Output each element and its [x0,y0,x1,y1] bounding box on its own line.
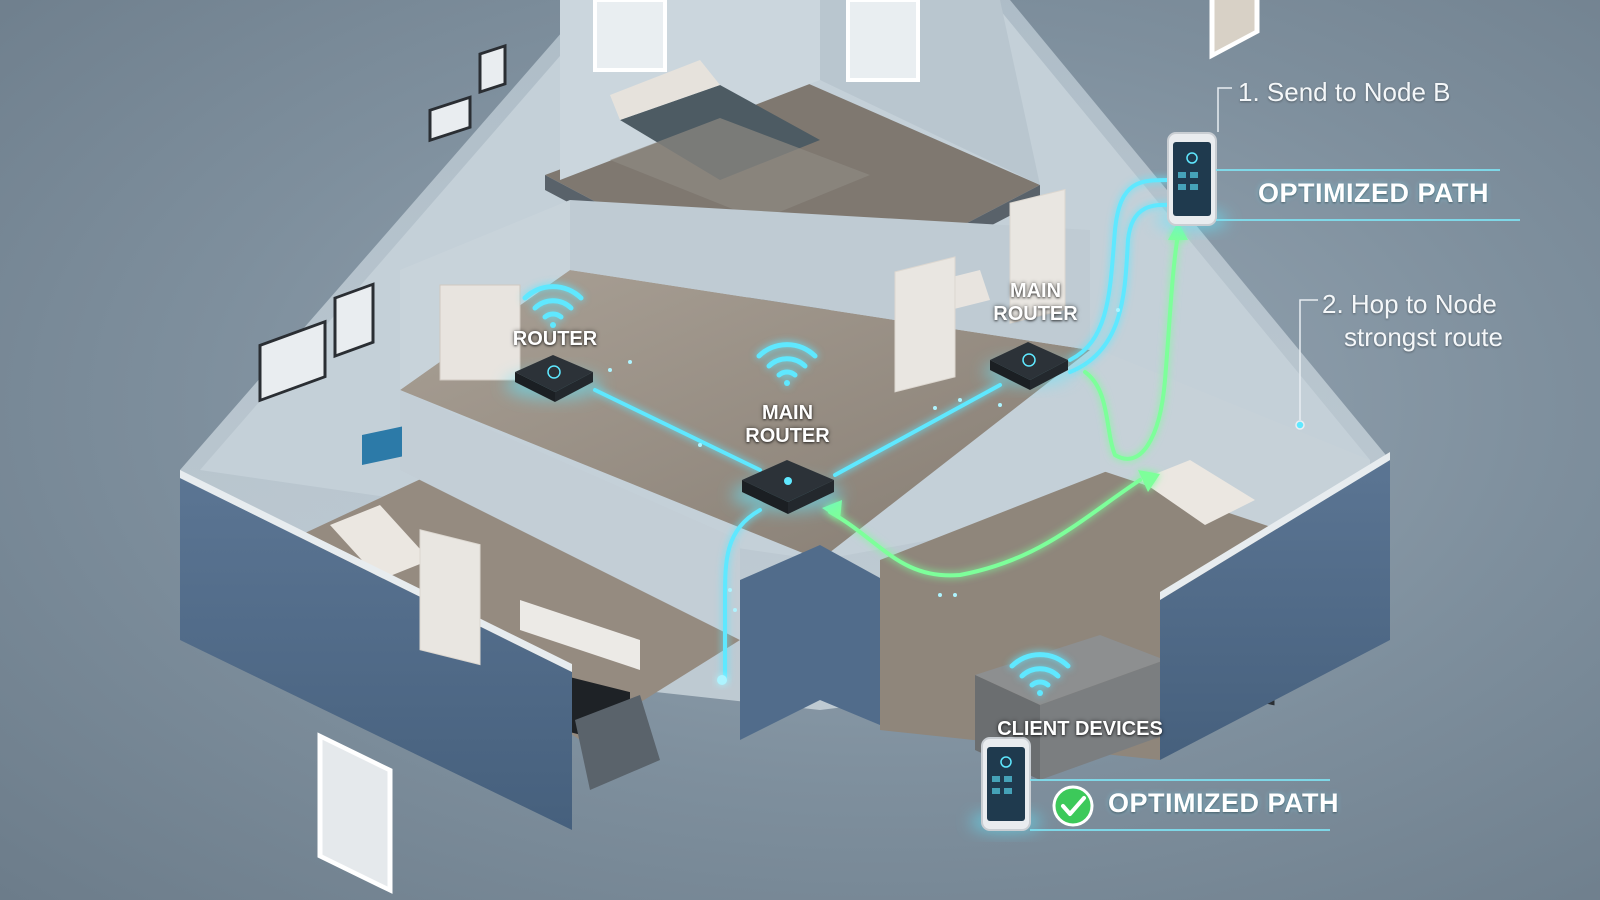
bedroom-window-right [846,0,920,82]
wifi-icon-main-center [756,342,818,386]
label-router-left: ROUTER [512,328,598,350]
green-optimized-path [828,233,1180,578]
picture-frame-3 [428,95,472,143]
link-right-router-to-phone-a [1068,178,1172,362]
laptop-desk [330,505,430,580]
living-back-wall [400,390,740,640]
label-main-router-right: MAIN ROUTER [978,280,1093,326]
callout-step1: 1. Send to Node B [1238,77,1451,107]
label-main-router-right-line1: MAIN [1009,280,1062,302]
label-main-router-center: MAIN ROUTER [730,402,845,448]
arrowhead-phone [1168,222,1188,240]
label-main-router-right-line2: ROUTER [993,303,1078,325]
arrowhead-main [822,500,842,520]
link-router-to-main [593,388,762,472]
router-main-right [984,342,1072,390]
callout-leaders [1217,87,1318,430]
front-door-right [1209,0,1260,60]
cyan-connections [593,178,1177,682]
link-main-down [723,508,762,682]
door-center-1 [419,529,481,666]
bookshelf [439,284,521,381]
checkmark-icon [1052,785,1094,827]
front-wall-center [740,545,880,740]
wifi-icon [522,284,1071,696]
wifi-icon-client [1009,652,1071,696]
laptop [362,426,402,466]
sofa [575,695,660,790]
router-main-center [732,460,842,514]
arrowhead-office [1138,470,1160,492]
front-wall-left [180,478,572,830]
front-wall-right [1160,460,1390,760]
front-wall-right-top [1160,452,1390,600]
callout-step2: 2. Hop to Node strongst route [1322,288,1503,353]
kitchen-island-side [1040,660,1165,780]
door-center-3 [1009,188,1066,324]
path-router-to-phone [1083,233,1180,461]
callout-step2-line1: 2. Hop to Node [1322,289,1497,319]
bedroom-window-left [593,0,667,72]
link-right-router-to-phone-b [1068,202,1177,374]
picture-frame-1 [258,319,327,403]
leader-step1 [1217,87,1232,132]
bed-headboard [610,60,720,120]
front-window-left [317,732,393,894]
link-main-to-right-router [833,383,1002,477]
optimized-path-badge-top: OPTIMIZED PATH [1258,178,1489,208]
label-client-devices: CLIENT DEVICES [997,718,1163,740]
phone-top-icon [1156,132,1228,230]
path-main-to-office [828,478,1142,578]
tv-stand [520,600,640,670]
client-endpoint-dot [717,675,727,685]
kitchen-island [975,635,1165,705]
signal-dots [608,308,1120,612]
callout-step2-line2: strongst route [1344,321,1503,352]
office-desk [1140,460,1255,525]
picture-frame-2 [333,282,375,359]
badge-lines [1030,169,1520,831]
wifi-icon-router-left [522,284,584,328]
picture-frame-4 [478,43,507,95]
phone-bottom-icon [970,737,1042,832]
rug [610,118,870,220]
label-main-router-center-line2: ROUTER [745,425,830,447]
leader-step2 [1299,299,1318,420]
router-left [505,355,601,402]
main-back-wall-right [570,200,1090,350]
optimized-path-badge-bottom: OPTIMIZED PATH [1108,788,1339,818]
label-main-router-center-line1: MAIN [761,402,814,424]
door-center-2 [894,256,956,393]
